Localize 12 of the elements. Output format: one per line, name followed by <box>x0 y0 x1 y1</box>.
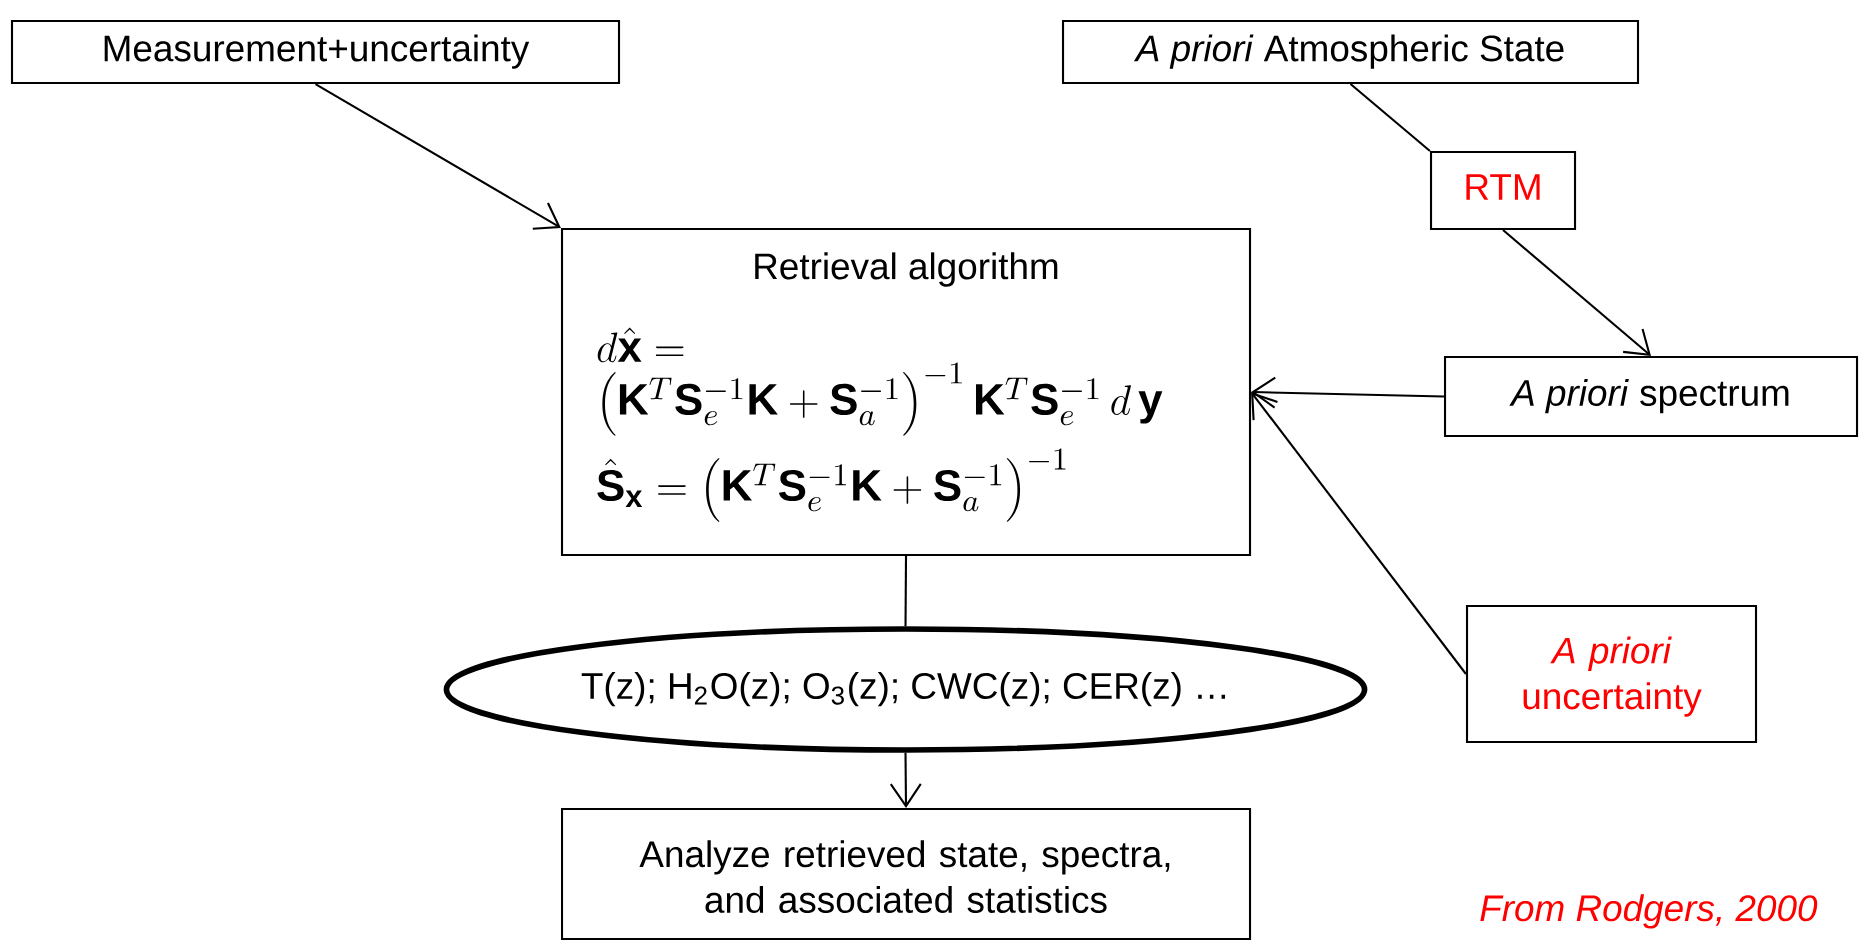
arrow <box>1251 376 1444 409</box>
output-box: Analyze retrieved state, spectra, and associated statistics <box>560 807 1252 941</box>
arrow <box>1251 392 1467 675</box>
citation: From Rodgers, 2000 <box>1480 894 1818 929</box>
input-box: Measurement+uncertainty <box>10 19 621 85</box>
model-box: RTM <box>1429 150 1577 231</box>
input-box: A priori Atmospheric State <box>1061 19 1640 85</box>
arrow <box>314 83 561 230</box>
input-box: A priori uncertainty <box>1465 604 1758 744</box>
algorithm-box: Retrieval algorithm $d\hat{\mathbf{x}} = \left(\mathbf{K}^{T}\mathbf{S}_{e}^{-1}\mathbf{K}+\mathbf{S}_{a}^{-1}\right)^{-1}\mathbf{K}^{T}\mathbf{S}_{e}^{-1}\,d\,\mathbf{y}$ $\hat{\mathbf{S}}_{\mathbf{x}} = \left(\mathbf{K}^{T}\mathbf{S}_{e}^{-1}\mathbf{K}+\mathbf{S}_{a}^{-1}\right)^{-1}$ <box>560 227 1252 557</box>
arrow <box>1502 229 1651 356</box>
input-box: A priori spectrum <box>1443 355 1859 438</box>
